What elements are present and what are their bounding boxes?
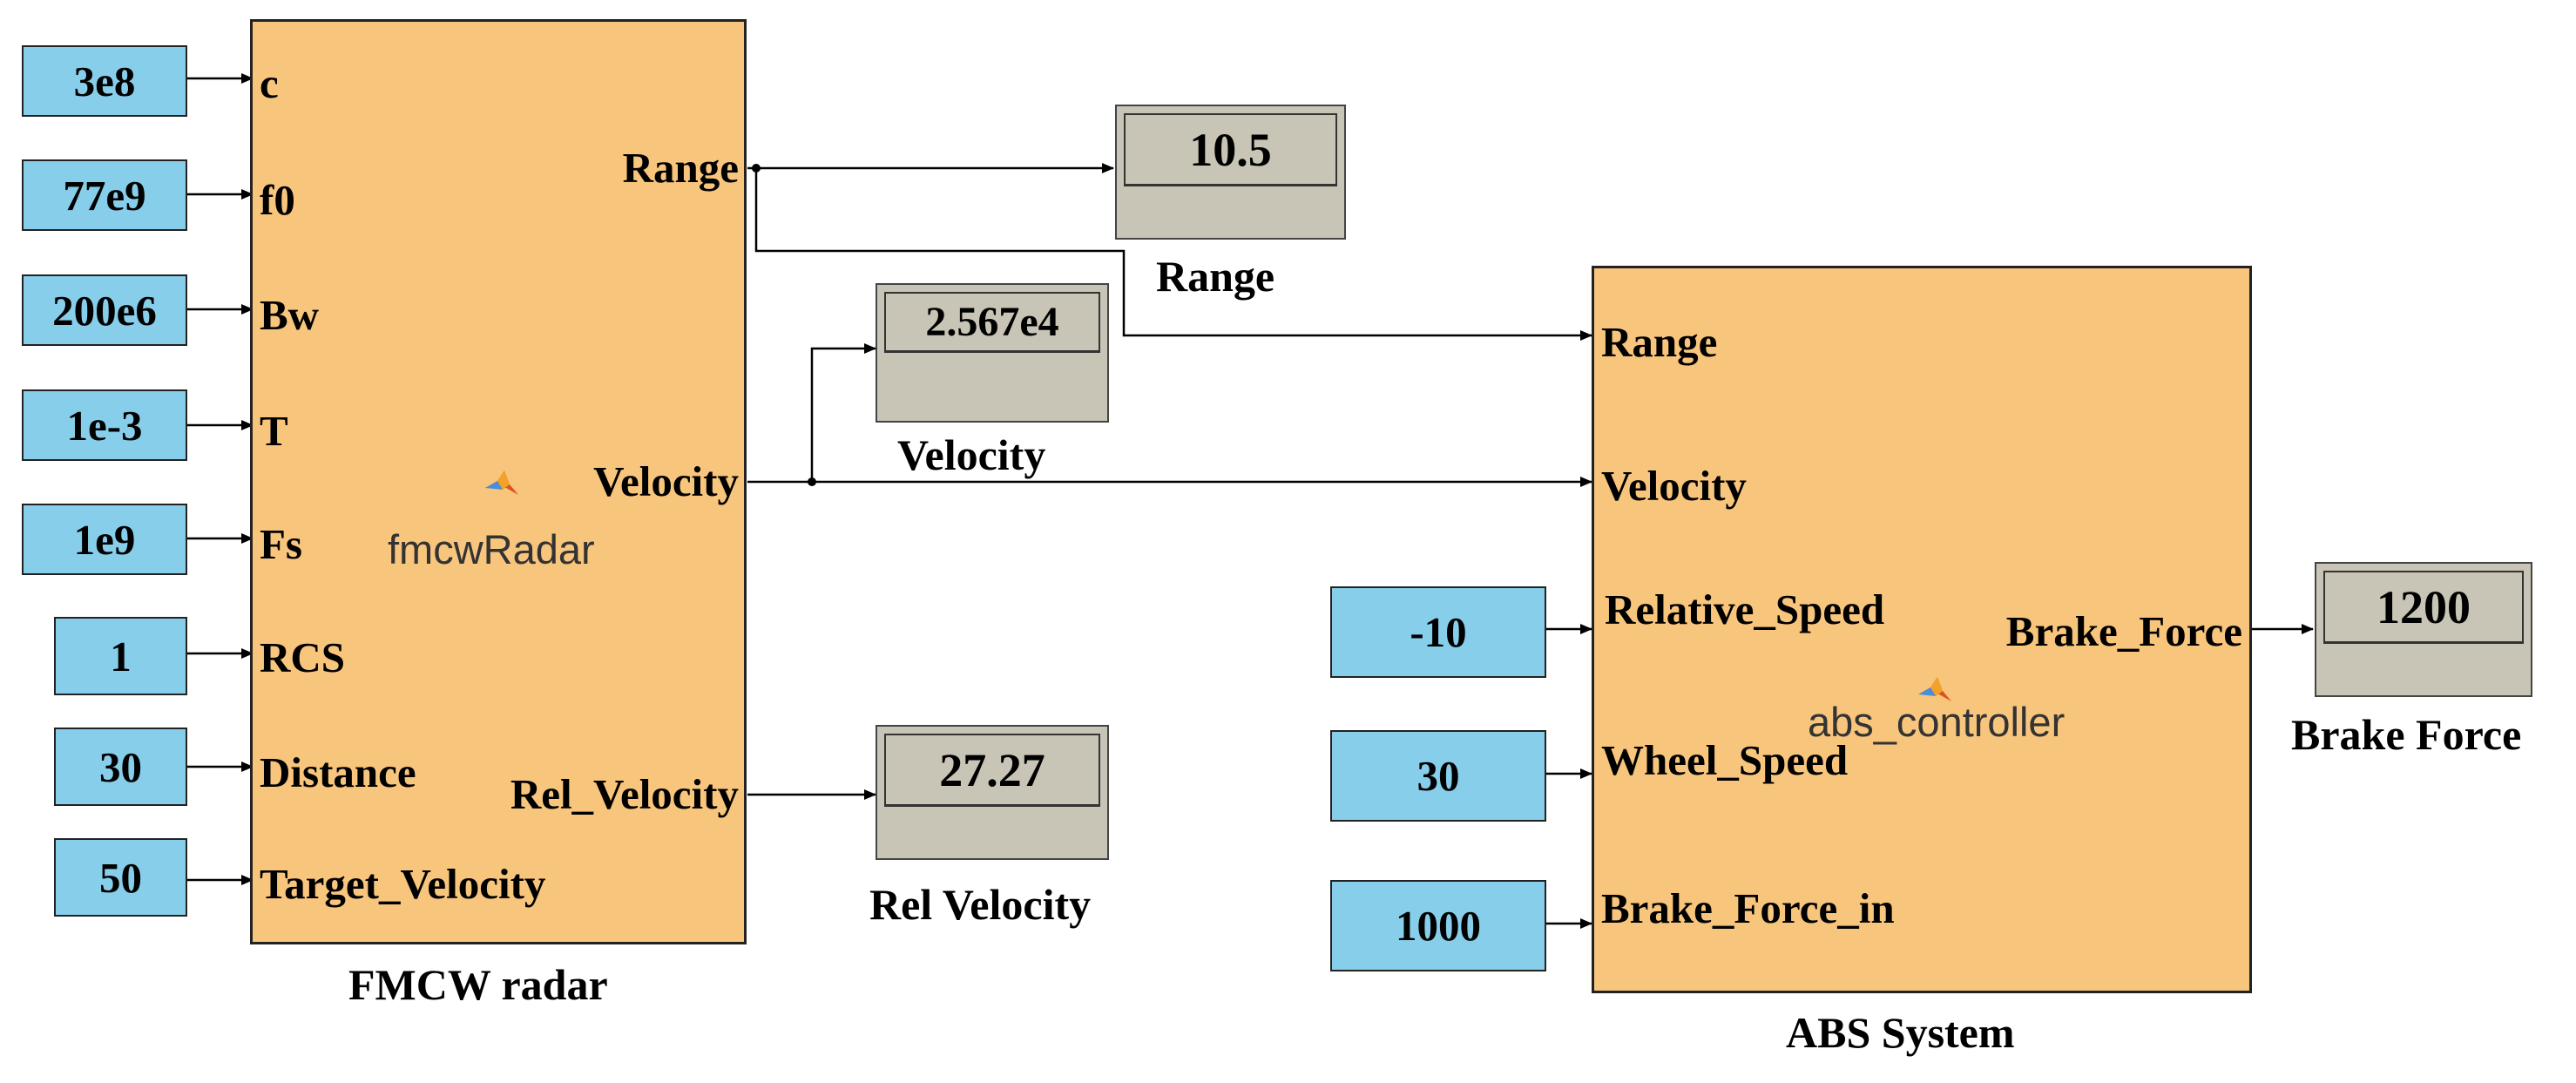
signal-velocity-to-display xyxy=(810,343,876,482)
input-port-bw: Bw xyxy=(260,291,320,339)
branch-point-range xyxy=(752,164,761,173)
signal-range-to-abs xyxy=(754,168,1592,341)
display-velocity[interactable]: 2.567e4 xyxy=(876,283,1109,423)
input-port-fs: Fs xyxy=(260,520,302,568)
output-port-velocity: Velocity xyxy=(593,457,739,505)
abs-system-caption: ABS System xyxy=(1786,1008,2015,1057)
constant-c[interactable]: 3e8 xyxy=(22,45,187,117)
constant-wheel-speed[interactable]: 30 xyxy=(1330,730,1546,822)
constant-rcs[interactable]: 1 xyxy=(54,617,187,695)
display-rel-velocity[interactable]: 27.27 xyxy=(876,725,1109,860)
display-velocity-value: 2.567e4 xyxy=(884,292,1100,353)
display-range-caption: Range xyxy=(1156,252,1275,301)
constant-brake-force-in[interactable]: 1000 xyxy=(1330,880,1546,971)
constant-distance[interactable]: 30 xyxy=(54,728,187,806)
input-port-distance: Distance xyxy=(260,748,416,796)
output-port-range: Range xyxy=(622,144,739,192)
display-range-value: 10.5 xyxy=(1124,113,1337,186)
input-port-f0: f0 xyxy=(260,176,295,224)
display-rel-velocity-caption: Rel Velocity xyxy=(869,880,1092,929)
input-port-rcs: RCS xyxy=(260,633,346,681)
abs-input-port-wheel-speed: Wheel_Speed xyxy=(1601,736,1849,784)
matlab-function-icon xyxy=(485,470,518,495)
abs-output-port-brake-force: Brake_Force xyxy=(2005,607,2242,655)
input-port-target-velocity: Target_Velocity xyxy=(260,860,546,908)
abs-input-port-range: Range xyxy=(1601,318,1718,366)
display-rel-velocity-value: 27.27 xyxy=(884,734,1100,807)
abs-input-port-relative-speed: Relative_Speed xyxy=(1605,585,1885,633)
output-port-rel-velocity: Rel_Velocity xyxy=(510,770,739,818)
display-velocity-caption: Velocity xyxy=(897,430,1046,479)
input-port-t: T xyxy=(260,407,288,455)
constant-t[interactable]: 1e-3 xyxy=(22,389,187,461)
abs-input-port-brake-force-in: Brake_Force_in xyxy=(1601,884,1895,932)
display-brake-force-value: 1200 xyxy=(2323,571,2524,644)
constant-f0[interactable]: 77e9 xyxy=(22,159,187,231)
fmcw-radar-block[interactable]: c f0 Bw T Fs RCS Distance Target_Velocit… xyxy=(250,19,747,944)
abs-function-name: abs_controller xyxy=(1808,699,2066,745)
fmcw-radar-caption: FMCW radar xyxy=(348,960,608,1009)
constant-relative-speed[interactable]: -10 xyxy=(1330,586,1546,678)
input-port-c: c xyxy=(260,59,279,107)
display-brake-force[interactable]: 1200 xyxy=(2315,562,2532,697)
matlab-function-icon xyxy=(1918,677,1951,701)
abs-input-port-velocity: Velocity xyxy=(1601,462,1747,510)
constant-fs[interactable]: 1e9 xyxy=(22,504,187,575)
display-brake-force-caption: Brake Force xyxy=(2291,710,2522,759)
constant-bw[interactable]: 200e6 xyxy=(22,274,187,346)
abs-system-block[interactable]: Range Velocity Relative_Speed Wheel_Spee… xyxy=(1592,266,2252,993)
constant-target-velocity[interactable]: 50 xyxy=(54,838,187,917)
branch-point-velocity xyxy=(808,477,816,486)
fmcw-function-name: fmcwRadar xyxy=(388,526,595,572)
display-range[interactable]: 10.5 xyxy=(1115,105,1346,240)
